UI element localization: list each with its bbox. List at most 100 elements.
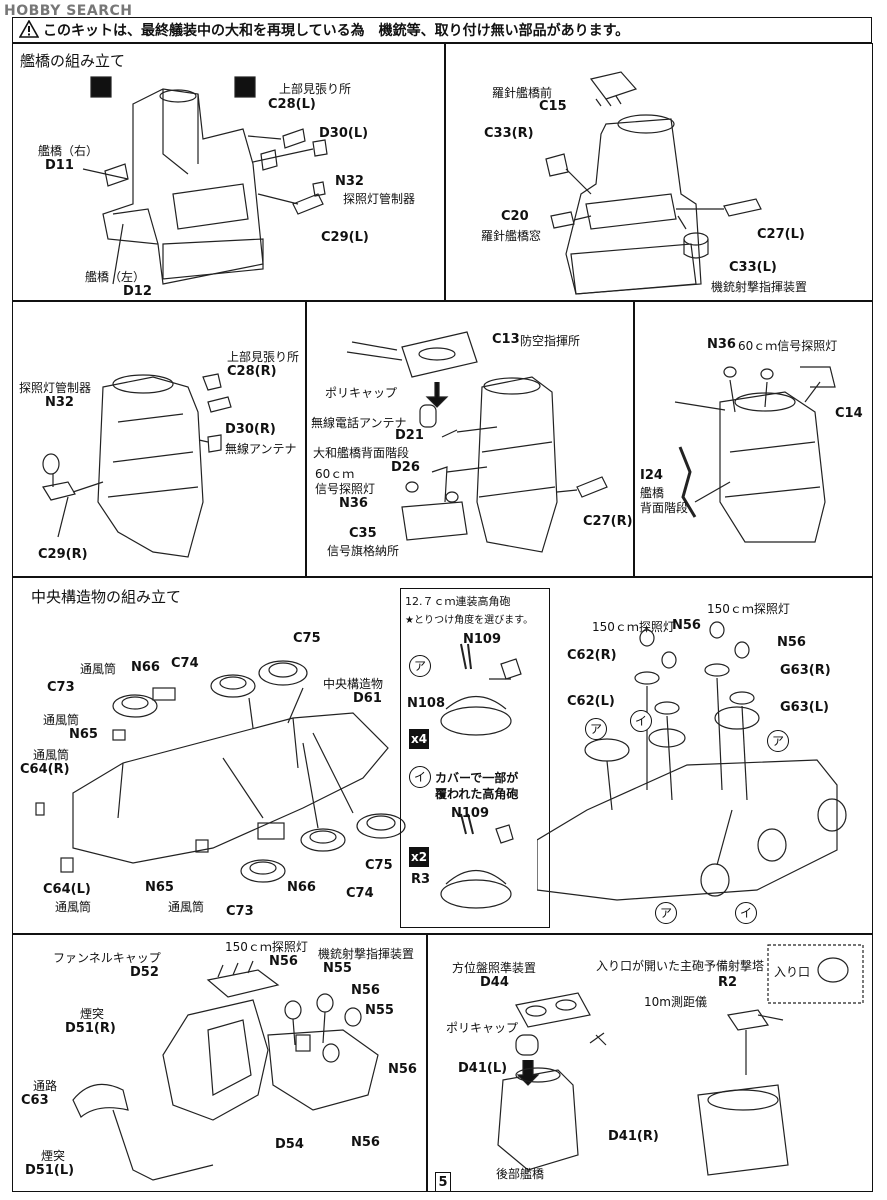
part-n66-top: N66 [131,660,160,675]
panel-title: 中央構造物の組み立て [31,588,182,606]
label-searchlight-150-b: 150ｃｍ探照灯 [707,602,790,616]
label-signal-light-size: 60ｃｍ [315,467,355,481]
label-upper-lookout: 上部見張り所 [279,82,352,96]
funnel-illustration [72,960,379,1181]
label-upper-lookout: 上部見張り所 [227,350,300,364]
panel-bridge-assembly-left: 艦橋の組み立て 上部見張り所 C28(L) D30(L) 艦橋（右） D11 [12,43,445,301]
label-aft-bridge: 後部艦橋 [496,1167,545,1181]
label-vent-1: 通風筒 [80,662,117,676]
part-n56-3: N56 [388,1062,417,1077]
label-aa-command: 防空指揮所 [520,334,581,348]
mark-i-2: イ [735,902,757,924]
part-c75-top: C75 [293,631,321,646]
part-d30l: D30(L) [319,126,369,141]
panel-bridge-step-3: 上部見張り所 C28(R) 探照灯管制器 N32 D30(R) 無線アンテナ C… [12,301,306,577]
mark-a-1: ア [585,718,607,740]
label-bridge: 艦橋 [640,486,665,500]
part-n56-2: N56 [351,983,380,998]
label-mg-director: 機銃射撃指揮装置 [318,947,415,961]
label-entrance: 入り口 [774,965,811,979]
label-searchlight-150: 150ｃｍ探照灯 [225,940,308,954]
label-rear-stairs: 大和艦橋背面階段 [313,446,410,460]
part-c33r: C33(R) [484,126,534,141]
part-c62l: C62(L) [567,694,615,709]
part-d26: D26 [391,460,420,475]
part-d44: D44 [480,975,509,990]
label-vent-5: 通風筒 [168,900,205,914]
part-n109-a: N109 [463,632,502,647]
part-d30r: D30(R) [225,422,276,437]
label-wireless-antenna: 無線電話アンテナ [311,416,407,430]
label-mg-director: 機銃射撃指揮装置 [711,280,808,294]
part-r2: R2 [718,975,738,990]
label-signal-light: 60ｃｍ信号探照灯 [738,339,838,353]
part-n65-bot: N65 [145,880,174,895]
part-c33l: C33(L) [729,260,777,275]
label-vent-4: 通風筒 [55,900,92,914]
part-n36: N36 [339,496,368,511]
part-n56-a: N56 [672,618,701,633]
label-covered-1: カバーで一部が [435,771,519,785]
part-d11: D11 [45,158,74,173]
label-searchlight-150-a: 150ｃｍ探照灯 [592,620,675,634]
part-c74-bot: C74 [346,886,374,901]
central-structure-illustration [35,660,406,883]
mark-a-3: ア [655,902,677,924]
part-c20: C20 [501,209,529,224]
label-funnel-cap: ファンネルキャップ [53,951,161,965]
panel-aft-bridge: 方位盤照準装置 D44 ポリキャップ D41(L) D41(R) 後部艦橋 入り… [427,934,873,1192]
label-funnel: 煙突 [80,1007,105,1021]
label-flag-locker: 信号旗格納所 [327,544,400,558]
searchlights-illustration [537,621,847,901]
part-n32: N32 [45,395,74,410]
label-compass-front: 羅針艦橋前 [492,86,553,100]
part-n55-2: N55 [365,1003,394,1018]
part-n56-b: N56 [777,635,806,650]
mark-i: イ [409,766,431,788]
part-c28r: C28(R) [227,364,277,379]
aa-command-illustration [346,331,608,553]
label-aiming-device: 方位盤照準装置 [452,961,537,975]
part-c27r: C27(R) [583,514,633,529]
part-n56-4: N56 [351,1135,380,1150]
part-c64l: C64(L) [43,882,91,897]
mark-i-1: イ [630,710,652,732]
label-searchlight-controller: 探照灯管制器 [343,192,416,206]
notice-text: このキットは、最終艤装中の大和を再現している為 機銃等、取り付け無い部品がありま… [43,23,630,39]
part-n32: N32 [335,174,364,189]
label-covered-2: 覆われた高角砲 [435,787,519,801]
label-polycap: ポリキャップ [446,1021,519,1035]
part-n36: N36 [707,337,736,352]
part-c73-bot: C73 [226,904,254,919]
part-g63r: G63(R) [780,663,831,678]
part-d52: D52 [130,965,159,980]
label-radio-antenna: 無線アンテナ [225,442,297,456]
part-n108: N108 [407,696,446,711]
part-n66-bot: N66 [287,880,316,895]
mark-a: ア [409,655,431,677]
part-n55-1: N55 [323,961,352,976]
label-rangefinder: 10m測距儀 [644,995,707,1009]
label-open-hatch-turret: 入り口が開いた主砲予備射撃塔 [596,959,765,973]
part-c29r: C29(R) [38,547,88,562]
signal-light-illustration [674,366,836,543]
part-c28l: C28(L) [268,97,316,112]
part-c35: C35 [349,526,377,541]
part-d51l: D51(L) [25,1163,75,1178]
part-n109-b: N109 [451,806,490,821]
part-i24: I24 [640,468,663,483]
quantity-x4-badge: x4 [409,729,429,749]
part-d51r: D51(R) [65,1021,116,1036]
bridge-front-illustration [545,71,762,295]
part-d41r: D41(R) [608,1129,659,1144]
label-searchlight-controller: 探照灯管制器 [19,381,92,395]
part-d61: D61 [353,691,382,706]
panel-title: 艦橋の組み立て [20,52,126,70]
mark-a-2: ア [767,730,789,752]
part-c62r: C62(R) [567,648,617,663]
part-c13: C13 [492,332,520,347]
aa-gun-subpanel: 12.７ｃｍ連装高角砲 ★とりつけ角度を選びます。 ア N109 N108 x4… [400,588,550,928]
panel-bridge-assembly-right: 羅針艦橋前 C15 C33(R) C20 羅針艦橋窓 C27(L) C33(L)… [445,43,873,301]
part-d12: D12 [123,284,152,299]
panel-funnel: ファンネルキャップ D52 150ｃｍ探照灯 N56 機銃射撃指揮装置 N55 … [12,934,427,1192]
